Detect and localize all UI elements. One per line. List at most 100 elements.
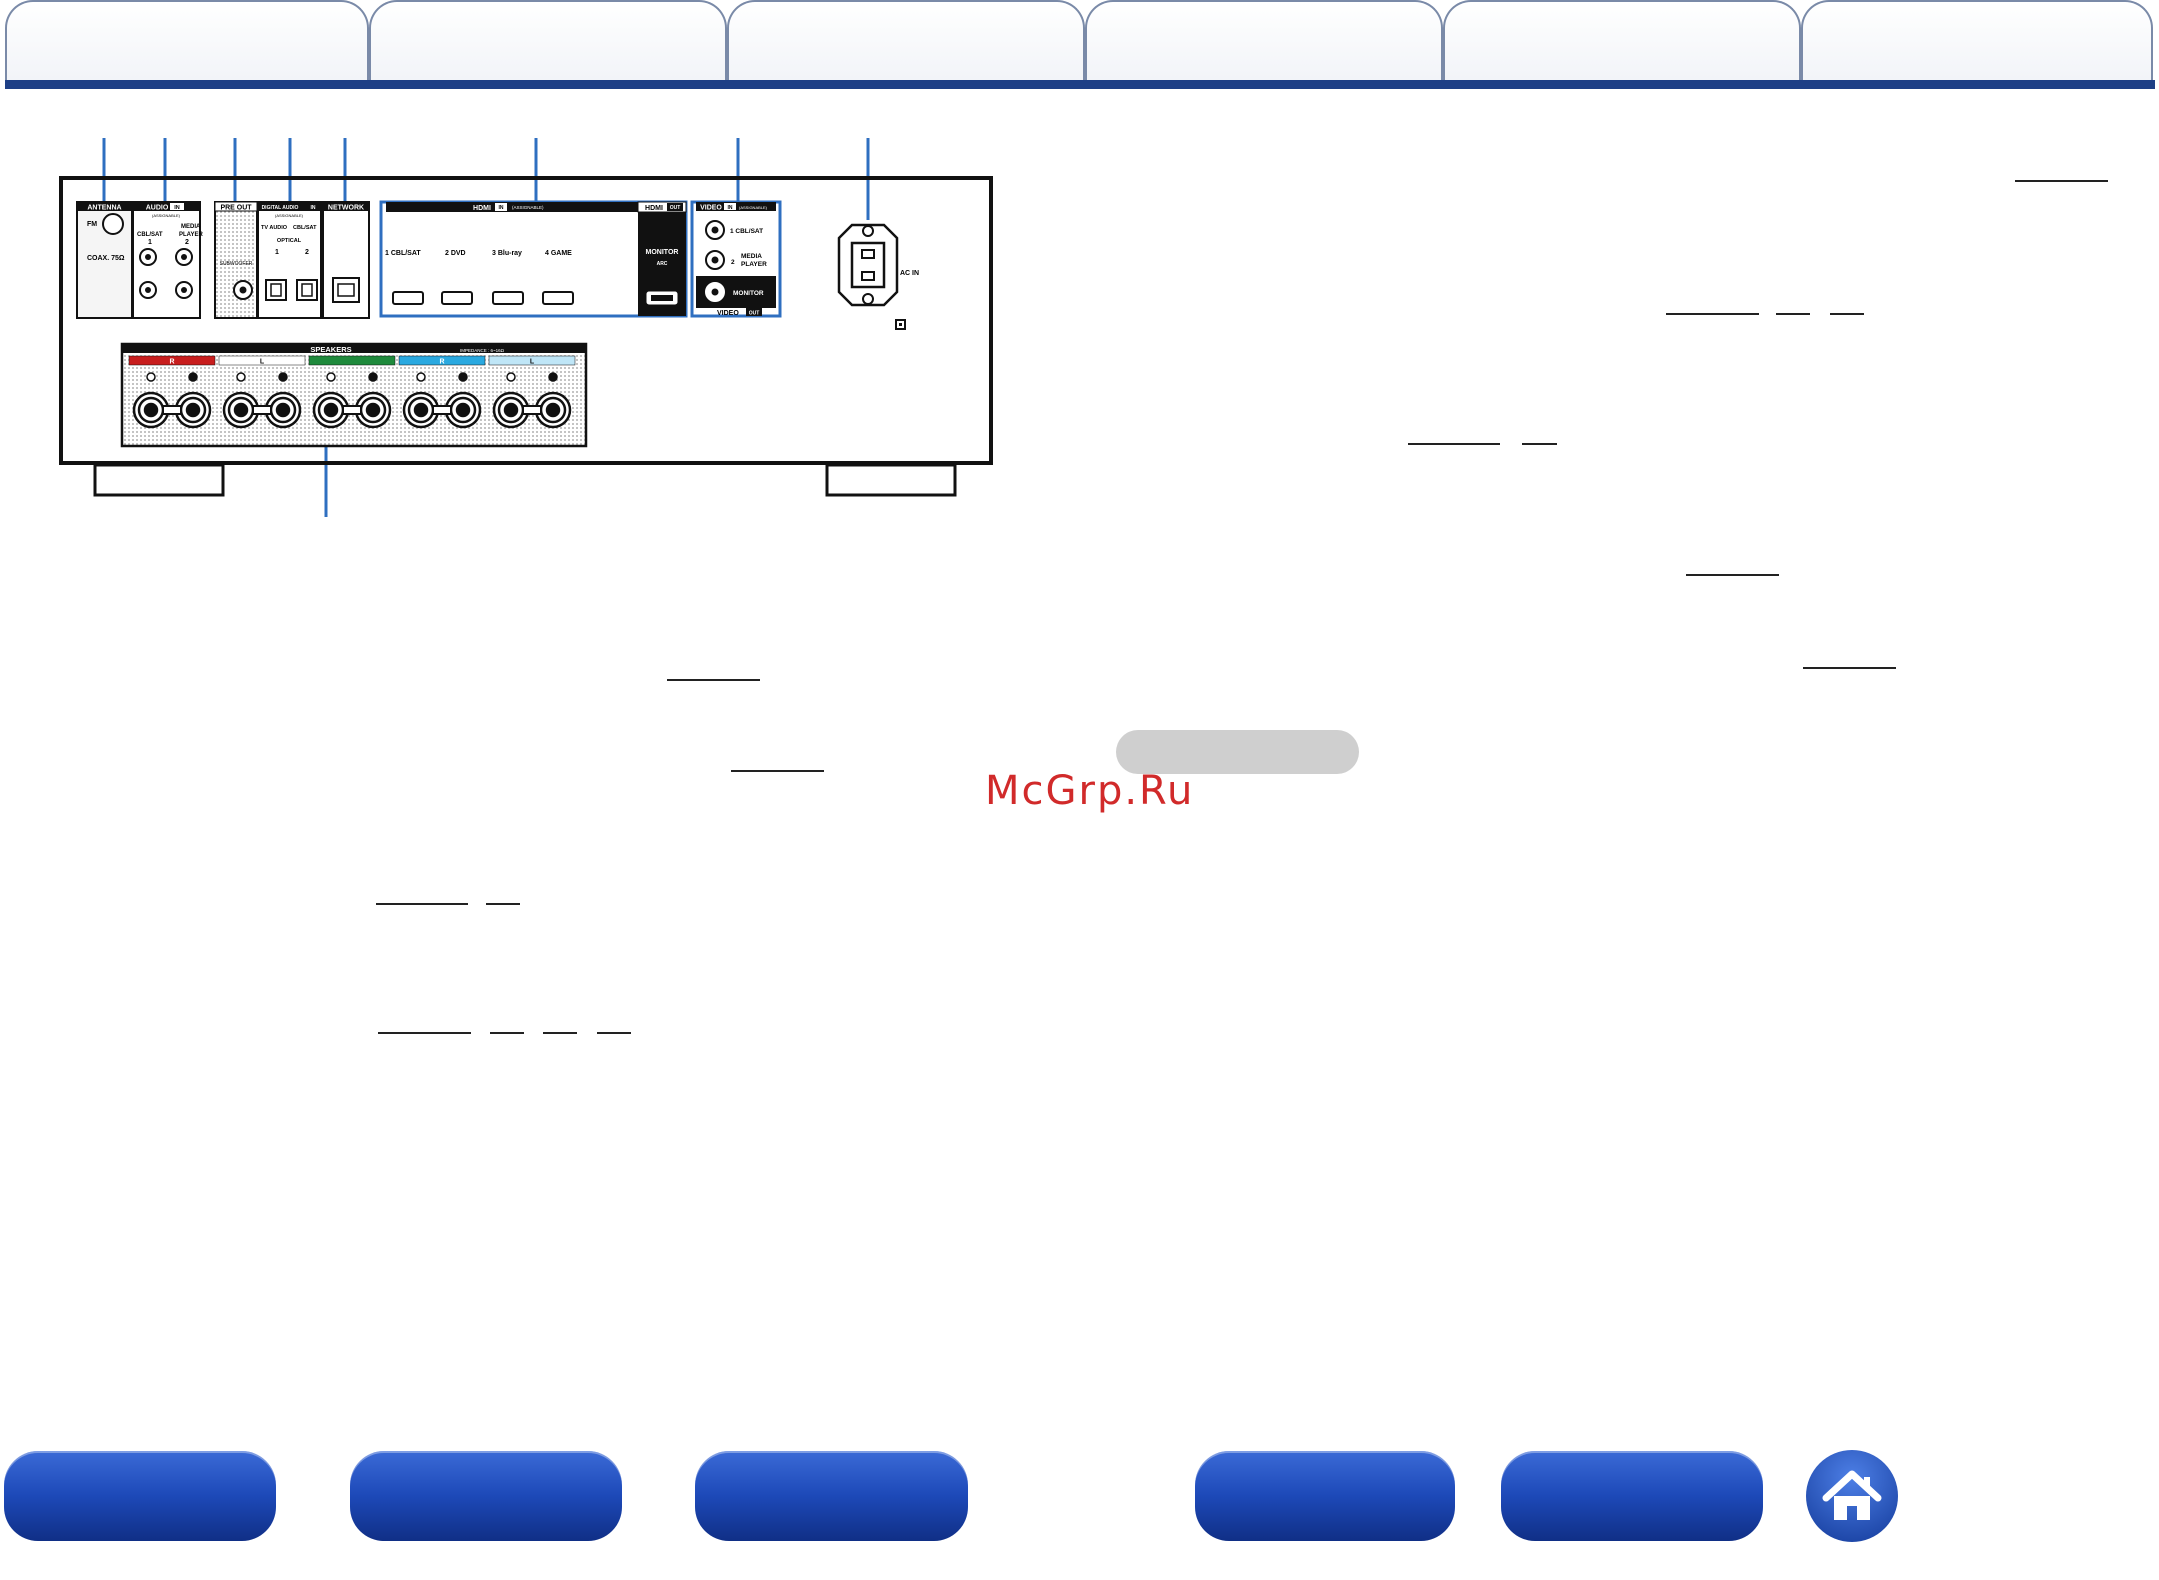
terminal-link — [522, 405, 542, 415]
hdmi-in-1-port[interactable] — [392, 291, 424, 305]
section-label-pill — [1116, 730, 1359, 774]
hdmi-in-label-2: 2 DVD — [445, 250, 466, 257]
video-out-title: VIDEO — [717, 310, 739, 317]
plus-icon — [416, 372, 426, 382]
speaker-terminal — [503, 402, 519, 418]
hdmi-in-4-port[interactable] — [542, 291, 574, 305]
minus-icon — [188, 372, 198, 382]
nav-button-4[interactable] — [1195, 1451, 1455, 1541]
terminal-link — [252, 405, 272, 415]
hdmi-out-monitor: MONITOR — [646, 249, 679, 256]
hdmi-out-title: HDMI — [645, 205, 663, 212]
tab-2[interactable] — [369, 0, 727, 80]
speaker-terminal — [233, 402, 249, 418]
ref-link[interactable] — [1408, 443, 1500, 445]
ref-link[interactable] — [667, 679, 760, 681]
tab-4[interactable] — [1085, 0, 1443, 80]
plus-icon — [146, 372, 156, 382]
speaker-channel-band — [488, 355, 576, 366]
terminal-link — [342, 405, 362, 415]
tab-1[interactable] — [5, 0, 369, 80]
network-title: NETWORK — [328, 205, 364, 212]
digital-audio-assignable: (ASSIGNABLE) — [275, 213, 304, 218]
home-button[interactable] — [1806, 1450, 1898, 1542]
speaker-terminal — [143, 402, 159, 418]
video-section: VIDEO IN (ASSIGNABLE) 1 CBL/SAT 2 MEDIA … — [690, 200, 782, 318]
ref-link[interactable] — [2015, 180, 2108, 182]
hdmi-in-assignable: (ASSIGNABLE) — [512, 205, 544, 210]
ref-link[interactable] — [1522, 443, 1557, 445]
ref-link[interactable] — [1830, 313, 1864, 315]
nav-button-5[interactable] — [1501, 1451, 1763, 1541]
audio-in-title: AUDIO — [146, 205, 169, 212]
digital-audio-num-1: 1 — [275, 249, 279, 256]
video-in-2-num: 2 — [731, 259, 735, 266]
video-in-2-media: MEDIA — [741, 253, 762, 260]
ref-link[interactable] — [731, 770, 824, 772]
foot-left — [93, 463, 225, 497]
optical-in-1-port[interactable] — [265, 279, 287, 301]
rear-panel-diagram: ANTENNA FM COAX. 75Ω AUDIO IN (ASSIGNABL… — [59, 138, 993, 517]
plus-icon — [236, 372, 246, 382]
tab-6[interactable] — [1801, 0, 2153, 80]
antenna-coax-label: COAX. 75Ω — [87, 255, 125, 262]
speaker-channel-label: L — [260, 359, 265, 366]
hdmi-in-label-3: 3 Blu-ray — [492, 250, 522, 257]
optical-in-2-port[interactable] — [296, 279, 318, 301]
digital-audio-num-2: 2 — [305, 249, 309, 256]
video-in-tag: IN — [728, 205, 733, 211]
speaker-channel-band — [128, 355, 216, 366]
hdmi-in-3-port[interactable] — [492, 291, 524, 305]
home-icon — [1822, 1470, 1882, 1520]
ac-in-label: AC IN — [900, 270, 919, 277]
speaker-terminal — [323, 402, 339, 418]
terminal-link — [162, 405, 182, 415]
ref-link[interactable] — [597, 1032, 631, 1034]
ref-link[interactable] — [490, 1032, 524, 1034]
ref-link[interactable] — [1803, 667, 1896, 669]
video-out-monitor: MONITOR — [733, 290, 764, 297]
speaker-channel-band — [398, 355, 486, 366]
ref-link[interactable] — [376, 903, 468, 905]
ref-link[interactable] — [1686, 574, 1779, 576]
watermark: McGrp.Ru — [985, 768, 1195, 814]
speaker-terminal — [413, 402, 429, 418]
speaker-terminal — [185, 402, 201, 418]
chassis — [59, 176, 993, 465]
foot-right — [825, 463, 957, 497]
minus-icon — [548, 372, 558, 382]
audio-in-player: PLAYER — [179, 232, 203, 238]
hdmi-out-arc: ARC — [657, 261, 668, 267]
nav-button-3[interactable] — [695, 1451, 968, 1541]
speaker-channel-band — [308, 355, 396, 366]
audio-in-num-1: 1 — [148, 239, 152, 246]
network-section: NETWORK — [322, 201, 370, 319]
speaker-channel-label: L — [530, 359, 535, 366]
speaker-terminal — [455, 402, 471, 418]
plus-icon — [506, 372, 516, 382]
audio-in-section: AUDIO IN (ASSIGNABLE) MEDIA CBL/SAT PLAY… — [132, 201, 203, 319]
nav-button-1[interactable] — [4, 1451, 276, 1541]
ref-link[interactable] — [486, 903, 520, 905]
tab-3[interactable] — [727, 0, 1085, 80]
pre-out-section: PRE OUT SUBWOOFER — [214, 201, 258, 319]
ref-link[interactable] — [1666, 313, 1759, 315]
hdmi-in-2-port[interactable] — [441, 291, 473, 305]
minus-icon — [278, 372, 288, 382]
ref-link[interactable] — [543, 1032, 577, 1034]
speaker-terminal — [275, 402, 291, 418]
ref-link[interactable] — [378, 1032, 471, 1034]
fm-antenna-jack[interactable] — [102, 213, 124, 235]
ref-link[interactable] — [1776, 313, 1810, 315]
speakers-impedance: IMPEDANCE : 6~16Ω — [460, 348, 505, 353]
tab-5[interactable] — [1443, 0, 1801, 80]
nav-button-2[interactable] — [350, 1451, 622, 1541]
speaker-terminal — [545, 402, 561, 418]
speaker-channel-label: R — [439, 359, 444, 366]
ethernet-port[interactable] — [332, 277, 360, 303]
callout-lines — [102, 138, 870, 517]
video-in-assignable: (ASSIGNABLE) — [739, 205, 768, 210]
speaker-channel-band — [218, 355, 306, 366]
audio-in-tag: IN — [174, 205, 180, 211]
